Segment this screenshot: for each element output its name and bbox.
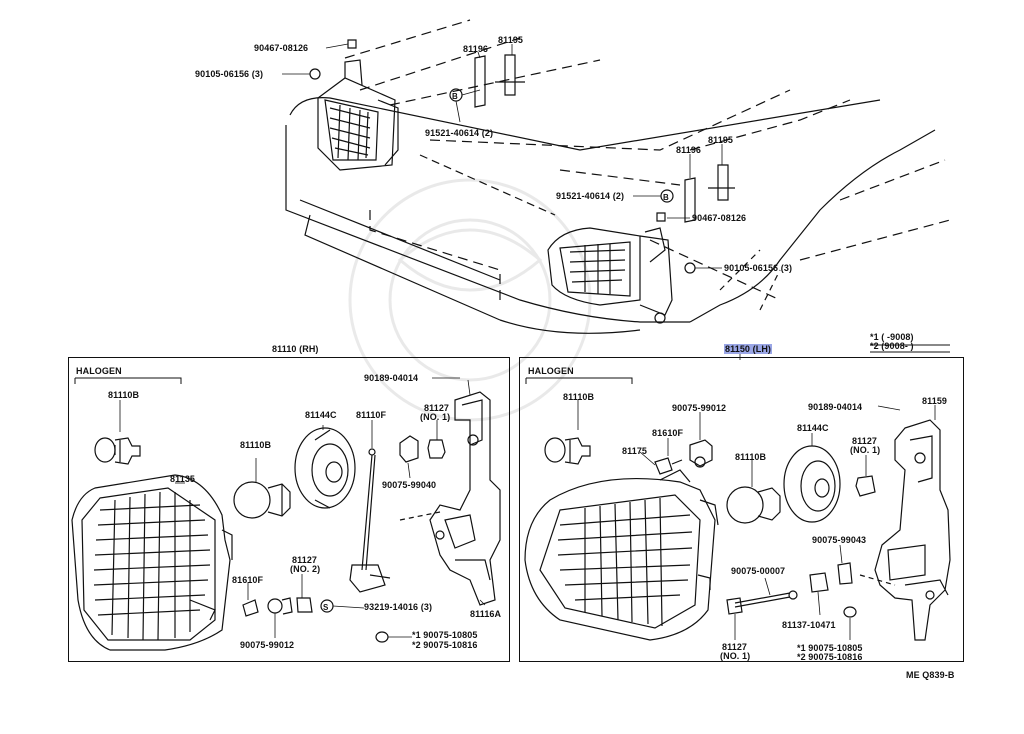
callout-rh-81127-no2-sub: (NO. 2) xyxy=(290,564,321,574)
rh-panel-parts: S xyxy=(71,377,501,651)
lh-panel-parts xyxy=(524,352,951,641)
callout-lh-90075-10805[interactable]: *1 90075-10805 xyxy=(797,643,863,653)
rh-leader-lines xyxy=(119,377,486,638)
note-line-1: *1 ( -9008) xyxy=(870,332,914,342)
callout-lh-81610f[interactable]: 81610F xyxy=(652,428,684,438)
callout-91521-40614-top-right[interactable]: 91521-40614 (2) xyxy=(556,191,625,201)
callout-lh-90075-10816[interactable]: *2 90075-10816 xyxy=(797,652,863,662)
svg-text:B: B xyxy=(663,193,669,202)
vehicle-body-outline xyxy=(285,19,951,334)
callout-90467-08126-top-right[interactable]: 90467-08126 xyxy=(692,213,747,223)
callout-rh-81144c[interactable]: 81144C xyxy=(305,410,337,420)
svg-text:S: S xyxy=(323,603,329,612)
callout-90467-08126-top-left[interactable]: 90467-08126 xyxy=(254,43,309,53)
callout-lh-81127-no1[interactable]: 81127 xyxy=(852,436,878,446)
rh-headlamp-assembly-mounted xyxy=(317,59,399,171)
callout-rh-81127-no1-sub: (NO. 1) xyxy=(420,412,451,422)
top-left-fasteners: B xyxy=(309,39,525,108)
top-right-fasteners: B xyxy=(656,164,735,223)
callout-90105-06156-top-left[interactable]: 90105-06156 (3) xyxy=(195,69,264,79)
rh-panel-title[interactable]: 81110 (RH) xyxy=(272,344,319,354)
rh-bulb-h4 xyxy=(94,437,141,465)
callout-lh-90189-04014[interactable]: 90189-04014 xyxy=(808,402,863,412)
callout-lh-81127-no1-bottom[interactable]: 81127 xyxy=(722,642,748,652)
callout-rh-90075-99040[interactable]: 90075-99040 xyxy=(382,480,437,490)
lh-group-label: HALOGEN xyxy=(528,366,574,376)
callout-lh-81127-no1-bottom-sub: (NO. 1) xyxy=(720,651,751,661)
lh-lamp-81175 xyxy=(524,469,719,641)
callout-lh-81144c[interactable]: 81144C xyxy=(797,423,829,433)
lh-bracket-81159 xyxy=(859,419,951,641)
callout-rh-90189-04014[interactable]: 90189-04014 xyxy=(364,373,419,383)
callout-rh-81135[interactable]: 81135 xyxy=(170,474,196,484)
callout-81195-top-right[interactable]: 81195 xyxy=(708,135,734,145)
callout-lh-90075-99012[interactable]: 90075-99012 xyxy=(672,403,727,413)
diagram-reference-code: ME Q839-B xyxy=(906,670,955,680)
callout-lh-81110b-h4[interactable]: 81110B xyxy=(563,392,595,402)
callout-lh-81159[interactable]: 81159 xyxy=(922,396,948,406)
rh-connector-90075-99040 xyxy=(399,435,419,463)
note-line-2: *2 (9008- ) xyxy=(870,341,914,351)
lh-bulb-81610f xyxy=(654,457,683,475)
rh-socket-81144c xyxy=(294,427,356,509)
lh-panel xyxy=(519,357,964,662)
lh-small-parts xyxy=(726,562,857,618)
callout-rh-90075-10805[interactable]: *1 90075-10805 xyxy=(412,630,478,640)
callout-lh-81175[interactable]: 81175 xyxy=(622,446,648,456)
callout-lh-81127-no1-sub: (NO. 1) xyxy=(850,445,881,455)
rh-bulb-81110b xyxy=(233,481,291,519)
lh-socket-90075-99012 xyxy=(689,439,713,468)
lh-bulb-h4 xyxy=(544,437,591,465)
callout-rh-90075-10816[interactable]: *2 90075-10816 xyxy=(412,640,478,650)
callout-rh-90075-99012[interactable]: 90075-99012 xyxy=(240,640,295,650)
lh-bulb-81110b xyxy=(726,486,781,524)
rh-socket-81127-no1 xyxy=(427,439,446,459)
rh-group-label: HALOGEN xyxy=(76,366,122,376)
callout-81196-top-right[interactable]: 81196 xyxy=(676,145,702,155)
callout-rh-81127-no2[interactable]: 81127 xyxy=(292,555,318,565)
callout-lh-81110b-round[interactable]: 81110B xyxy=(735,452,767,462)
rh-adjuster-rod xyxy=(349,448,391,593)
callout-81196-top-left[interactable]: 81196 xyxy=(463,44,489,54)
callout-91521-40614-top-left[interactable]: 91521-40614 (2) xyxy=(425,128,494,138)
rh-bracket-81116a xyxy=(399,379,501,606)
svg-text:B: B xyxy=(452,92,458,101)
callout-90105-06156-top-right[interactable]: 90105-06156 (3) xyxy=(724,263,793,273)
callout-rh-81116a[interactable]: 81116A xyxy=(470,609,502,619)
note-lines xyxy=(870,344,950,353)
callout-rh-81110b-h4[interactable]: 81110B xyxy=(108,390,140,400)
callout-lh-90075-99043[interactable]: 90075-99043 xyxy=(812,535,867,545)
lh-leader-lines xyxy=(577,352,936,640)
callout-rh-81110b-round[interactable]: 81110B xyxy=(240,440,272,450)
callout-rh-81127-no1[interactable]: 81127 xyxy=(424,403,450,413)
callout-rh-93219-14016[interactable]: 93219-14016 (3) xyxy=(364,602,433,612)
callout-rh-81110f[interactable]: 81110F xyxy=(356,410,387,420)
rh-panel xyxy=(68,357,510,662)
callout-lh-81137-10471[interactable]: 81137-10471 xyxy=(782,620,836,630)
lh-panel-title[interactable]: 81150 (LH) xyxy=(724,344,773,354)
leader-lines-top xyxy=(282,43,723,269)
lh-headlamp-assembly-mounted xyxy=(547,227,696,324)
rh-lamp-81135 xyxy=(71,474,233,651)
lh-socket-81127-no1-top xyxy=(855,475,876,497)
callout-lh-90075-00007[interactable]: 90075-00007 xyxy=(731,566,786,576)
callout-81195-top-left[interactable]: 81195 xyxy=(498,35,524,45)
callout-rh-81610f[interactable]: 81610F xyxy=(232,575,264,585)
